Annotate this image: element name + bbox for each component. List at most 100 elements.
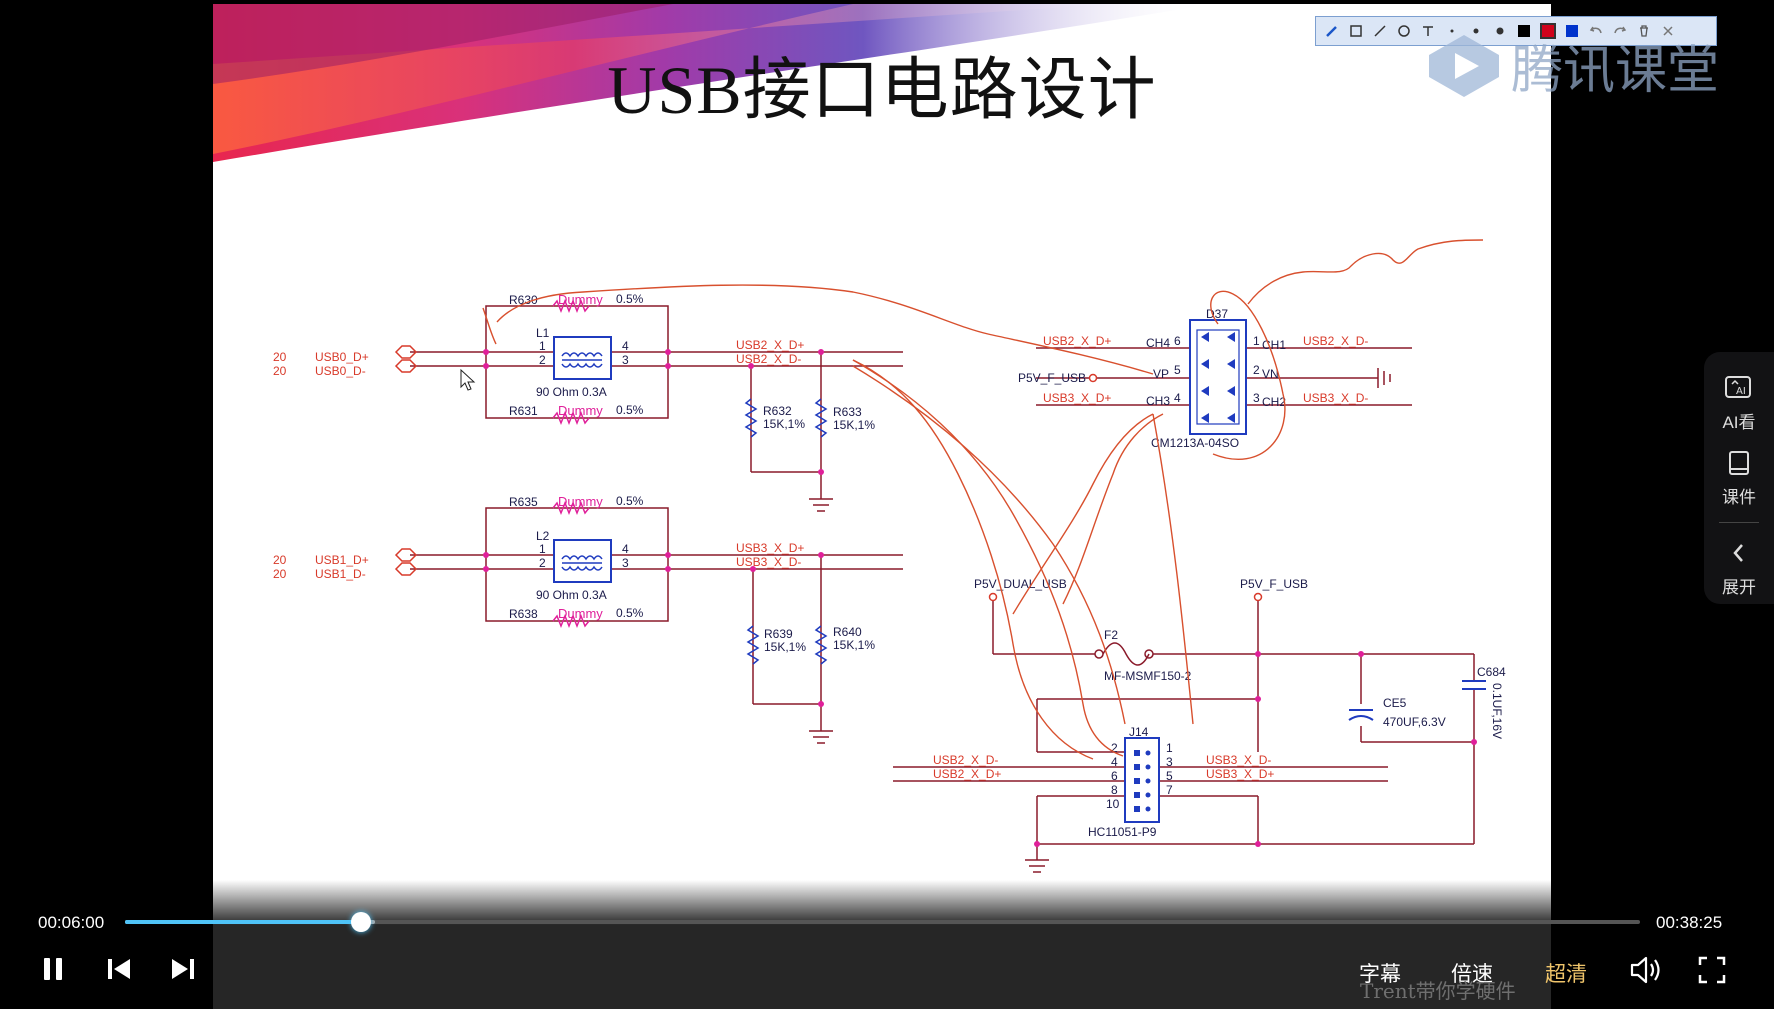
- net-usb1-dm: USB1_D-: [315, 567, 366, 581]
- pause-button[interactable]: [40, 955, 66, 983]
- progress-bar[interactable]: [125, 912, 1640, 932]
- label-d37: D37: [1206, 307, 1228, 321]
- hand-annotation: [482, 239, 1484, 760]
- label-r638: R638: [509, 607, 538, 621]
- pin-j14-10: 10: [1106, 797, 1120, 811]
- label-d37-part: CM1213A-04SO: [1151, 436, 1239, 450]
- pin-l2-2: 2: [539, 556, 546, 570]
- brand-text: 腾讯课堂: [1511, 41, 1720, 101]
- current-time: 00:06:00: [38, 913, 105, 932]
- pin-d37-ch3: CH3: [1146, 394, 1170, 408]
- net-d37-usb2-dm: USB2_X_D-: [1303, 334, 1368, 348]
- label-ce5-value: 470UF,6.3V: [1383, 715, 1446, 729]
- label-r638-tol: 0.5%: [616, 606, 644, 620]
- label-f2: F2: [1104, 628, 1118, 642]
- label-r635-tol: 0.5%: [616, 494, 644, 508]
- courseware-button[interactable]: 课件: [1722, 447, 1756, 508]
- net-num-usb0-dp: 20: [273, 350, 287, 364]
- dot-small-icon[interactable]: [1442, 21, 1462, 41]
- label-r635: R635: [509, 495, 538, 509]
- pin-d37-2: 2: [1253, 363, 1260, 377]
- ai-watch-button[interactable]: AI AI看: [1722, 372, 1756, 433]
- color-blue-swatch[interactable]: [1562, 21, 1582, 41]
- pin-d37-3: 3: [1253, 391, 1260, 405]
- label-r631-tol: 0.5%: [616, 403, 644, 417]
- label-r635-value: Dummy: [558, 494, 603, 509]
- pin-l2-4: 4: [622, 542, 629, 556]
- label-l1: L1: [536, 326, 550, 340]
- pin-d37-ch1: CH1: [1262, 338, 1286, 352]
- next-button[interactable]: [169, 955, 197, 983]
- progress-thumb[interactable]: [351, 912, 372, 932]
- redo-icon[interactable]: [1610, 21, 1630, 41]
- pin-d37-ch2: CH2: [1262, 395, 1286, 409]
- schematic-diagram: 20 USB0_D+ 20 USB0_D- 20 USB1_D+ 20 USB1…: [273, 239, 1506, 873]
- pin-d37-4: 4: [1174, 391, 1181, 405]
- brand-watermark: 腾讯课堂: [1425, 28, 1719, 103]
- undo-icon[interactable]: [1586, 21, 1606, 41]
- pin-d37-vp: VP: [1153, 367, 1169, 381]
- pin-j14-7: 7: [1166, 783, 1173, 797]
- speed-button[interactable]: 倍速: [1451, 963, 1493, 986]
- net-j14-usb2-dp: USB2_X_D+: [933, 767, 1001, 781]
- volume-button[interactable]: [1629, 955, 1663, 985]
- net-d37-usb2-dp: USB2_X_D+: [1043, 334, 1111, 348]
- label-r640: R640: [833, 625, 862, 639]
- pen-icon[interactable]: [1322, 21, 1342, 41]
- net-j14-usb2-dm: USB2_X_D-: [933, 753, 998, 767]
- label-r632-value: 15K,1%: [763, 417, 805, 431]
- fullscreen-button[interactable]: [1697, 955, 1727, 985]
- label-r631-value: Dummy: [558, 403, 603, 418]
- rectangle-icon[interactable]: [1346, 21, 1366, 41]
- annotation-toolbar: [1315, 16, 1717, 46]
- net-d37-usb3-dm: USB3_X_D-: [1303, 391, 1368, 405]
- total-time: 00:38:25: [1656, 913, 1723, 932]
- volume-icon: [1630, 956, 1660, 984]
- progress-played: [125, 920, 362, 924]
- color-red-swatch[interactable]: [1538, 21, 1558, 41]
- pin-l1-4: 4: [622, 339, 629, 353]
- pin-d37-ch4: CH4: [1146, 336, 1170, 350]
- pin-l1-3: 3: [622, 353, 629, 367]
- tencent-classroom-logo-icon: [1429, 34, 1499, 97]
- label-l1-value: 90 Ohm 0.3A: [536, 385, 607, 399]
- close-icon[interactable]: [1658, 21, 1678, 41]
- pin-d37-1: 1: [1253, 334, 1260, 348]
- dot-large-icon[interactable]: [1490, 21, 1510, 41]
- pin-d37-5: 5: [1174, 363, 1181, 377]
- label-r630: R630: [509, 293, 538, 307]
- label-r632: R632: [763, 404, 792, 418]
- circle-icon[interactable]: [1394, 21, 1414, 41]
- net-p5v-f: P5V_F_USB: [1240, 577, 1308, 591]
- courseware-icon: [1723, 447, 1755, 479]
- label-f2-part: MF-MSMF150-2: [1104, 669, 1192, 683]
- ai-watch-label: AI看: [1722, 413, 1756, 432]
- fullscreen-icon: [1698, 956, 1726, 984]
- pin-j14-6: 6: [1111, 769, 1118, 783]
- label-r638-value: Dummy: [558, 606, 603, 621]
- label-r630-tol: 0.5%: [616, 292, 644, 306]
- label-c684-value: 0.1UF,16V: [1490, 683, 1504, 739]
- skip-previous-icon: [108, 959, 130, 979]
- label-j14-part: HC11051-P9: [1088, 825, 1157, 839]
- expand-button[interactable]: 展开: [1722, 537, 1756, 598]
- net-j14-usb3-dm: USB3_X_D-: [1206, 753, 1271, 767]
- quality-button[interactable]: 超清: [1545, 963, 1587, 986]
- side-panel-divider: [1719, 522, 1759, 523]
- net-num-usb1-dm: 20: [273, 567, 287, 581]
- subtitle-button[interactable]: 字幕: [1359, 963, 1401, 986]
- text-icon[interactable]: [1418, 21, 1438, 41]
- net-usb2-dp: USB2_X_D+: [736, 338, 804, 352]
- clear-icon[interactable]: [1634, 21, 1654, 41]
- line-icon[interactable]: [1370, 21, 1390, 41]
- label-l2: L2: [536, 529, 550, 543]
- dot-medium-icon[interactable]: [1466, 21, 1486, 41]
- slide-title: USB接口电路设计: [607, 52, 1157, 128]
- previous-button[interactable]: [105, 955, 133, 983]
- net-usb0-dp: USB0_D+: [315, 350, 369, 364]
- color-black-swatch[interactable]: [1514, 21, 1534, 41]
- pin-j14-8: 8: [1111, 783, 1118, 797]
- pin-l1-2: 2: [539, 353, 546, 367]
- net-num-usb0-dm: 20: [273, 364, 287, 378]
